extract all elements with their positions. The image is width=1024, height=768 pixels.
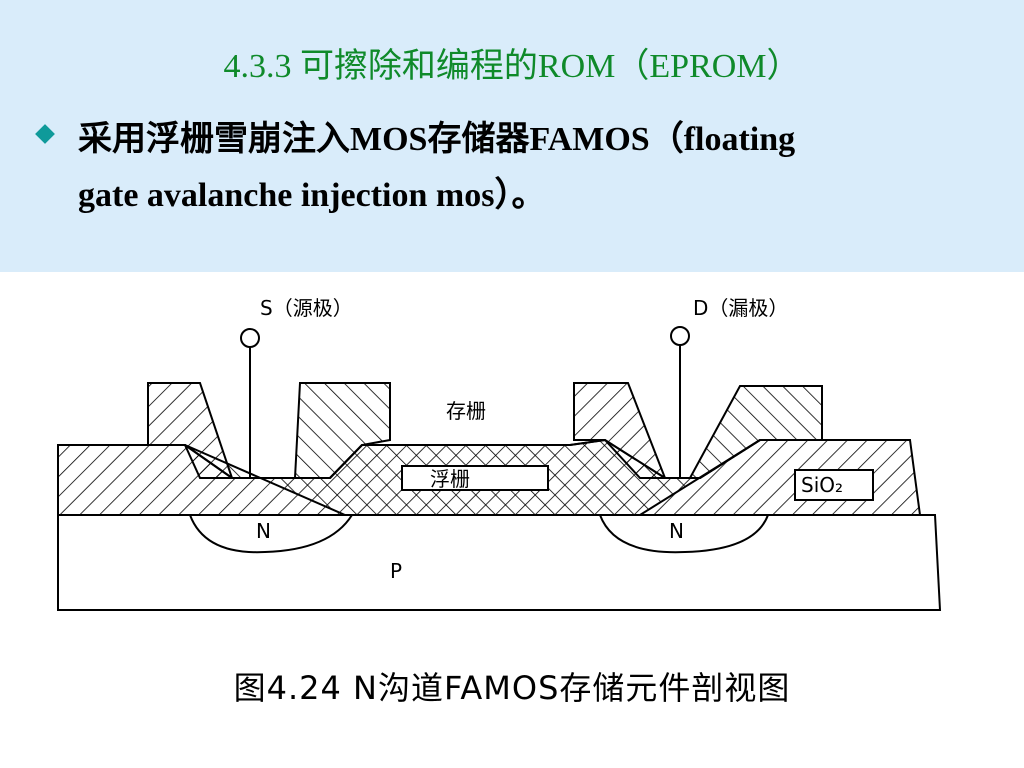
drain-contact [573,382,667,479]
source-label: S（源极） [260,296,353,320]
floating-gate-label: 浮栅 [430,467,470,491]
drain-label: D（漏极） [693,296,788,320]
bullet-text: 采用浮栅雪崩注入MOS存储器FAMOS（floating gate avalan… [78,112,978,224]
substrate-label: P [390,559,402,583]
drain-terminal-icon [670,326,690,346]
n-well-left-label: N [256,519,271,543]
floating-gate [401,465,549,491]
slide-title: 4.3.3 可擦除和编程的ROM（EPROM） [223,48,801,85]
gate-label: 存栅 [446,399,486,423]
source-terminal-icon [240,328,260,348]
source-contact [147,382,234,479]
oxide-label-box [794,469,874,501]
figure-caption: 图4.24 N沟道FAMOS存储元件剖视图 [233,669,791,707]
n-well-right-label: N [669,519,684,543]
oxide-label: SiO₂ [801,473,843,497]
famos-cross-section-diagram: S（源极） D（漏极） 存栅 浮栅 SiO₂ N N P [57,296,942,611]
drain-contact-right [688,385,823,479]
bullet-line-2: gate avalanche injection mos）。 [78,177,546,214]
bullet-line-1: 采用浮栅雪崩注入MOS存储器FAMOS（floating [78,121,796,158]
header-panel: 4.3.3 可擦除和编程的ROM（EPROM） 采用浮栅雪崩注入MOS存储器FA… [0,0,1024,272]
n-well-left [188,514,354,554]
n-well-right [598,514,770,554]
diamond-bullet-icon [35,124,55,144]
p-substrate [57,514,942,611]
source-contact-right [293,382,391,479]
